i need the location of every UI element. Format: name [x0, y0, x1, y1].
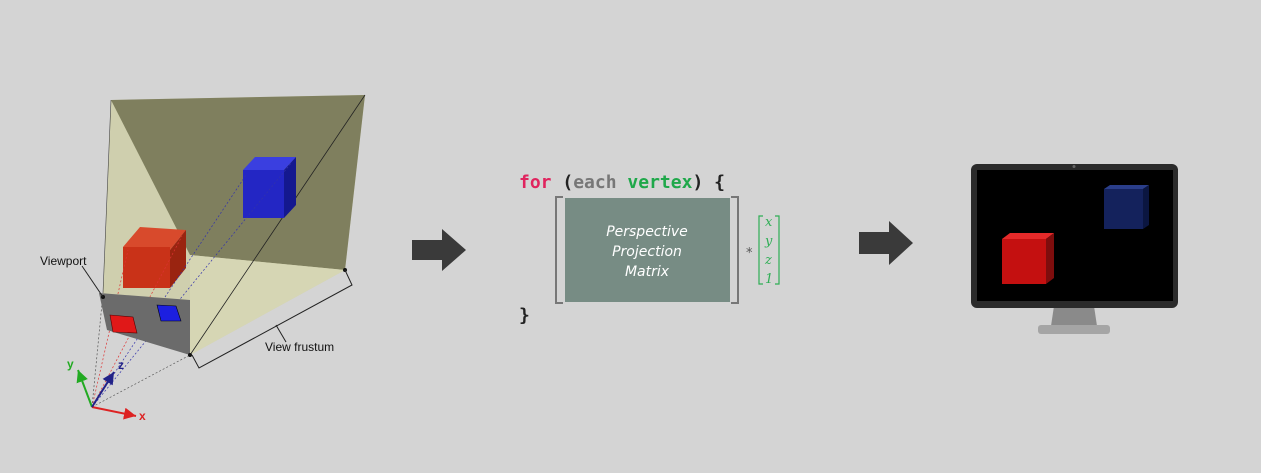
svg-text:for (each vertex) {: for (each vertex) { [519, 172, 725, 193]
matrix-line-3: Matrix [625, 264, 670, 280]
matrix-brackets [555, 196, 739, 304]
viewport-label: Viewport [40, 254, 87, 268]
frustum-floor [190, 255, 345, 355]
y-axis-label: y [67, 357, 74, 371]
vector-x: x [765, 215, 773, 230]
axes: x y z [67, 357, 146, 423]
keyword-vertex: vertex [627, 172, 692, 193]
matrix-line-1: Perspective [606, 224, 688, 240]
paren-close: ) [692, 172, 703, 193]
keyword-for: for [519, 172, 552, 193]
multiply-sign: * [746, 246, 753, 261]
screen-red-cube [1002, 233, 1054, 284]
paren-open: ( [562, 172, 573, 193]
z-axis-label: z [118, 358, 124, 372]
viewport-blue-square [156, 304, 182, 322]
right-arrow-icon [412, 229, 466, 271]
frustum-bracket [191, 269, 353, 369]
keyword-each: each [573, 172, 616, 193]
x-axis-label: x [139, 409, 146, 423]
monitor-icon [971, 164, 1178, 334]
screen-blue-cube [1104, 185, 1149, 229]
vector-z: z [764, 253, 772, 268]
view-frustum-label: View frustum [265, 340, 334, 354]
view-frustum-illustration: Viewport View frustum x y z [40, 94, 366, 423]
brace-close: } [519, 305, 530, 326]
viewport-red-square [109, 314, 138, 334]
matrix-line-2: Projection [612, 244, 682, 260]
frustum-back-wall [111, 95, 365, 270]
brace-open: { [714, 172, 725, 193]
vector-w: 1 [765, 272, 773, 287]
right-arrow-icon [859, 221, 913, 265]
code-block: for (each vertex) { } Perspective Projec… [519, 172, 780, 326]
vector-y: y [764, 234, 773, 249]
red-cube [123, 227, 186, 288]
blue-cube [243, 157, 296, 218]
vertex-vector: x y z 1 [758, 215, 780, 287]
projection-matrix [565, 198, 730, 302]
